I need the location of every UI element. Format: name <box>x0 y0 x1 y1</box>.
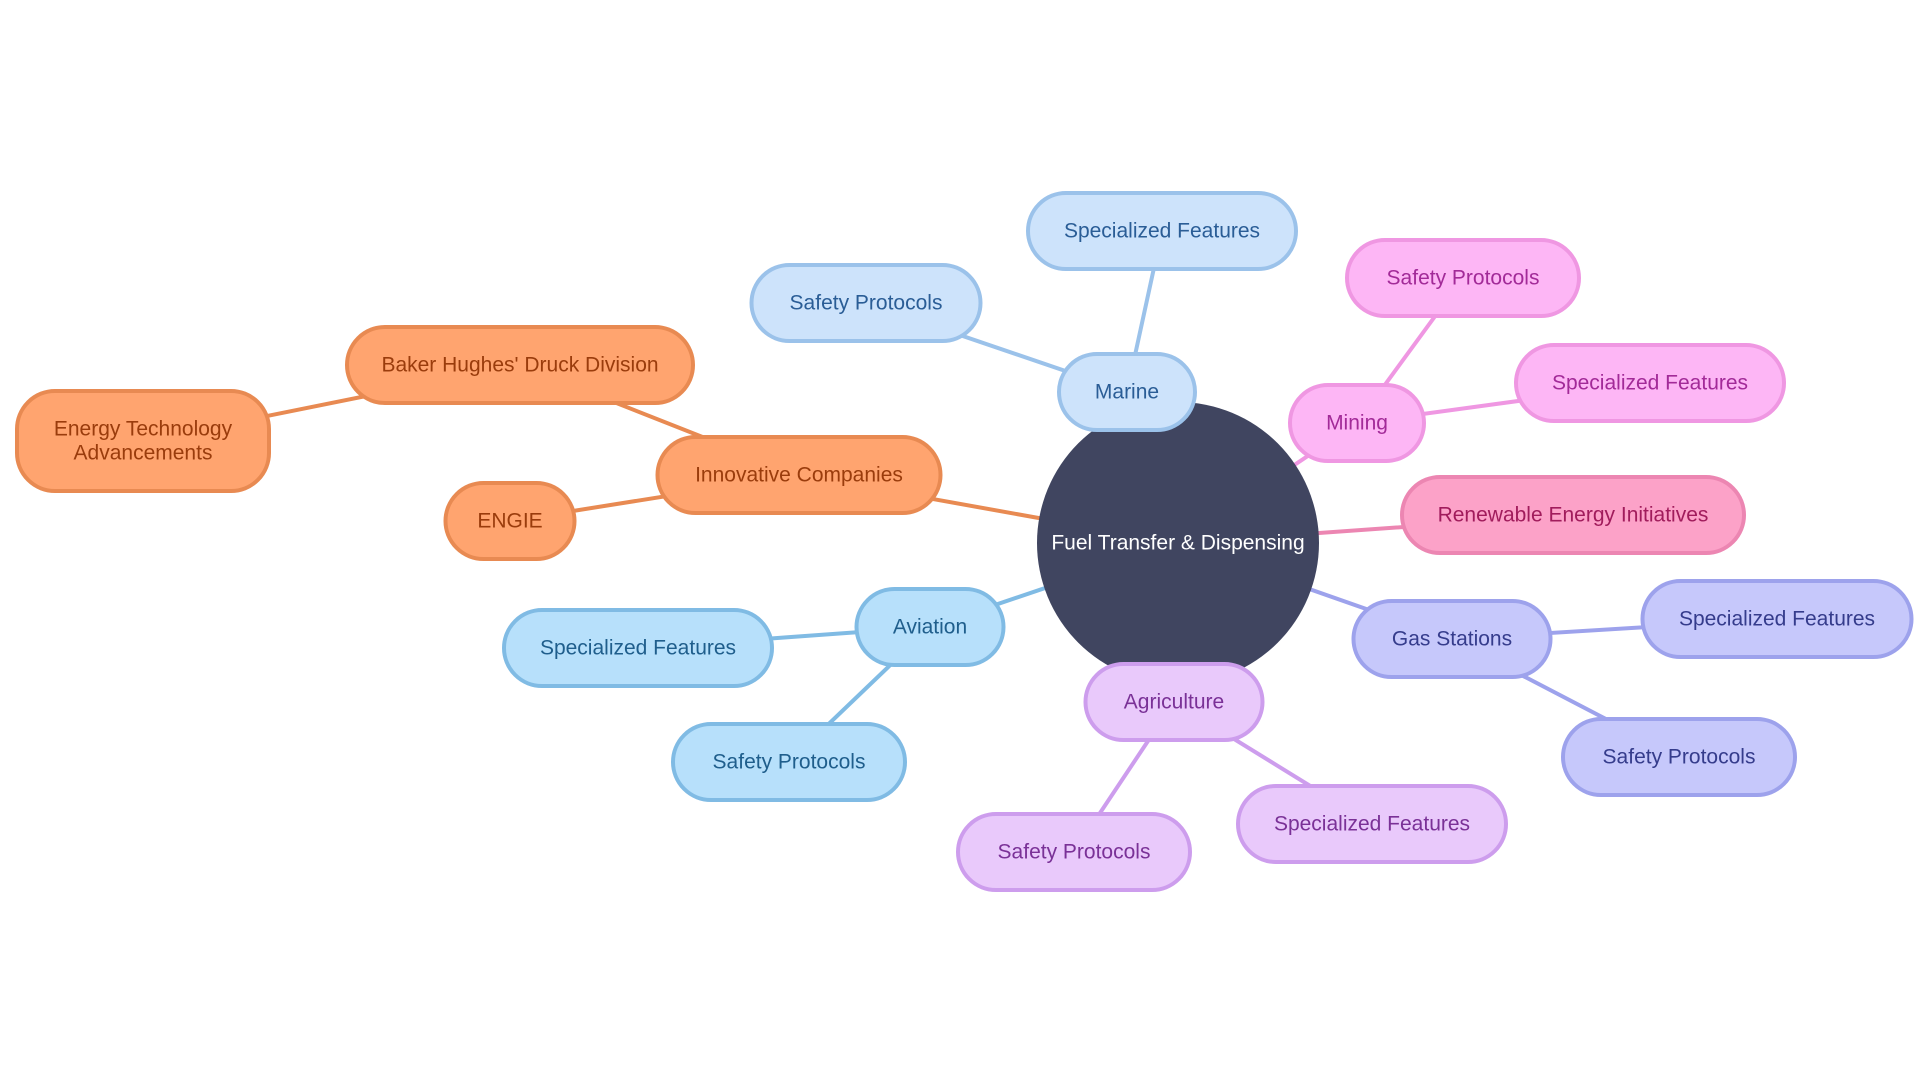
mining-child-1[interactable]: Specialized Features <box>1514 343 1786 423</box>
branch-renewable-label: Renewable Energy Initiatives <box>1438 504 1709 527</box>
mining-child-1-label: Specialized Features <box>1552 372 1748 395</box>
marine-child-1-label: Specialized Features <box>1064 220 1260 243</box>
gas-stations-child-0[interactable]: Specialized Features <box>1640 579 1914 659</box>
mining-child-0-box <box>1345 238 1581 318</box>
branch-gas-stations-box <box>1351 599 1553 679</box>
aviation-child-1[interactable]: Safety Protocols <box>671 722 907 802</box>
branch-gas-stations-label: Gas Stations <box>1392 628 1512 651</box>
innovative-grandchild-0-0-label: Energy Technology <box>54 418 233 441</box>
innovative-grandchild-0-0-label: Advancements <box>74 442 213 465</box>
branch-marine[interactable]: Marine <box>1057 352 1197 432</box>
marine-child-1-box <box>1026 191 1298 271</box>
agriculture-child-1-label: Specialized Features <box>1274 813 1470 836</box>
center-node[interactable]: Fuel Transfer & Dispensing <box>1037 402 1319 684</box>
center-node-label: Fuel Transfer & Dispensing <box>1051 532 1304 555</box>
mining-child-1-box <box>1514 343 1786 423</box>
branch-agriculture-label: Agriculture <box>1124 691 1224 714</box>
branch-marine-box <box>1057 352 1197 432</box>
mining-child-0[interactable]: Safety Protocols <box>1345 238 1581 318</box>
innovative-child-1-box <box>443 481 577 561</box>
marine-child-1[interactable]: Specialized Features <box>1026 191 1298 271</box>
branch-innovative-label: Innovative Companies <box>695 464 903 487</box>
branch-gas-stations[interactable]: Gas Stations <box>1351 599 1553 679</box>
branch-mining[interactable]: Mining <box>1288 383 1426 463</box>
innovative-child-0[interactable]: Baker Hughes' Druck Division <box>345 325 695 405</box>
gas-stations-child-1-label: Safety Protocols <box>1603 746 1756 769</box>
gas-stations-child-1-box <box>1561 717 1797 797</box>
branch-aviation-box <box>854 587 1006 667</box>
aviation-child-0-box <box>502 608 774 688</box>
branch-agriculture[interactable]: Agriculture <box>1083 662 1265 742</box>
aviation-child-0-label: Specialized Features <box>540 637 736 660</box>
branch-mining-box <box>1288 383 1426 463</box>
agriculture-child-0-box <box>956 812 1192 892</box>
agriculture-child-1[interactable]: Specialized Features <box>1236 784 1508 864</box>
gas-stations-child-0-box <box>1640 579 1914 659</box>
branch-renewable-box <box>1400 475 1746 555</box>
marine-child-0[interactable]: Safety Protocols <box>749 263 983 343</box>
center-node-circle <box>1037 402 1319 684</box>
innovative-grandchild-0-0-box <box>15 389 271 493</box>
branch-innovative-box <box>655 435 943 515</box>
branch-mining-label: Mining <box>1326 412 1388 435</box>
innovative-child-0-box <box>345 325 695 405</box>
branch-aviation[interactable]: Aviation <box>854 587 1006 667</box>
aviation-child-0[interactable]: Specialized Features <box>502 608 774 688</box>
marine-child-0-box <box>749 263 983 343</box>
branch-innovative[interactable]: Innovative Companies <box>655 435 943 515</box>
innovative-child-0-label: Baker Hughes' Druck Division <box>381 354 658 377</box>
branch-aviation-label: Aviation <box>893 616 967 639</box>
branch-agriculture-box <box>1083 662 1265 742</box>
mining-child-0-label: Safety Protocols <box>1387 267 1540 290</box>
gas-stations-child-1[interactable]: Safety Protocols <box>1561 717 1797 797</box>
gas-stations-child-0-label: Specialized Features <box>1679 608 1875 631</box>
agriculture-child-0[interactable]: Safety Protocols <box>956 812 1192 892</box>
branch-marine-label: Marine <box>1095 381 1159 404</box>
marine-child-0-label: Safety Protocols <box>790 292 943 315</box>
agriculture-child-1-box <box>1236 784 1508 864</box>
aviation-child-1-label: Safety Protocols <box>713 751 866 774</box>
aviation-child-1-box <box>671 722 907 802</box>
innovative-child-1-label: ENGIE <box>477 510 542 533</box>
innovative-child-1[interactable]: ENGIE <box>443 481 577 561</box>
agriculture-child-0-label: Safety Protocols <box>998 841 1151 864</box>
branch-renewable[interactable]: Renewable Energy Initiatives <box>1400 475 1746 555</box>
